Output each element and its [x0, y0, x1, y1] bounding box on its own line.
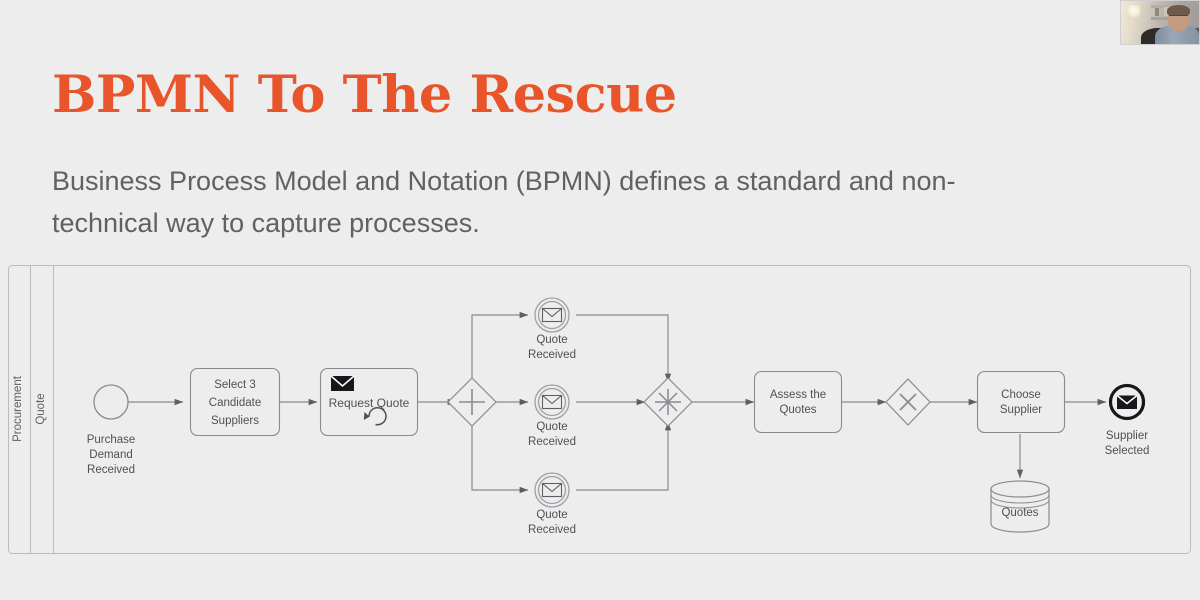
data-store-top: [990, 480, 1050, 498]
send-message-icon: [330, 375, 355, 391]
quote1-label-line2: Received: [528, 349, 576, 361]
data-store-body: [990, 488, 1050, 533]
quote2-label-line2: Received: [528, 436, 576, 448]
webcam-shelf-upper: [1151, 5, 1181, 8]
quote1-label-line1: Quote: [536, 334, 567, 346]
end-event-label-line2: Selected: [1105, 445, 1150, 457]
start-event-label-line3: Received: [87, 464, 135, 476]
message-end-icon: [1116, 394, 1138, 409]
quote3-inner-circle: [537, 475, 567, 505]
task-request-label: Request Quote: [329, 396, 410, 410]
loop-marker-icon: [363, 407, 387, 426]
quote2-label-line1: Quote: [536, 421, 567, 433]
presenter-webcam-thumbnail[interactable]: [1120, 0, 1200, 45]
exclusive-gateway-x-marker: [899, 393, 917, 411]
webcam-person-body: [1155, 25, 1199, 44]
start-event-label-line2: Demand: [89, 449, 132, 461]
intermediate-event-quote-received-1[interactable]: Quote Received: [528, 297, 576, 361]
task-assess-label-line2: Quotes: [779, 404, 816, 416]
start-event-label-line1: Purchase: [87, 434, 136, 446]
message-icon: [541, 482, 563, 498]
task-select-label-line3: Suppliers: [211, 415, 259, 427]
webcam-lamp: [1127, 5, 1140, 18]
lane-quote: Quote: [35, 265, 54, 554]
task-choose-label-line2: Supplier: [1000, 404, 1042, 416]
start-event-purchase-demand-received[interactable]: Purchase Demand Received: [87, 384, 136, 476]
task-request-quote[interactable]: Request Quote: [319, 367, 419, 437]
data-store-rib-1: [990, 494, 1050, 504]
webcam-person-glasses: [1169, 15, 1188, 20]
pool-procurement: Procurement: [8, 265, 1191, 554]
task-choose-supplier[interactable]: Choose Supplier: [976, 370, 1066, 434]
webcam-shelf-object-1: [1155, 8, 1159, 16]
end-event-label-line1: Supplier: [1106, 430, 1148, 442]
start-event-circle: [93, 384, 129, 420]
quote3-label-line2: Received: [528, 524, 576, 536]
quote1-inner-circle: [537, 300, 567, 330]
task-select-label-line2: Candidate: [209, 397, 261, 409]
parallel-gateway-split[interactable]: [447, 377, 497, 427]
page-title: BPMN To The Rescue: [52, 65, 677, 125]
data-store-quotes[interactable]: Quotes: [990, 480, 1050, 533]
sequence-flows: [128, 311, 1107, 494]
task-assess-the-quotes[interactable]: Assess the Quotes: [753, 370, 843, 434]
task-select-candidate-suppliers[interactable]: Select 3 Candidate Suppliers: [189, 367, 281, 437]
intermediate-event-quote-received-2[interactable]: Quote Received: [528, 384, 576, 448]
lane-name-label: Quote: [35, 393, 47, 424]
complex-gateway-join[interactable]: [643, 377, 693, 427]
flow-split-to-quote1: [471, 311, 529, 382]
flow-split-to-quote3: [471, 422, 529, 494]
webcam-shelf-lower: [1151, 17, 1183, 20]
exclusive-gateway[interactable]: [885, 378, 931, 426]
end-event-supplier-selected[interactable]: Supplier Selected: [1105, 383, 1150, 458]
intermediate-event-quote-received-3[interactable]: Quote Received: [528, 472, 576, 536]
bpmn-diagram: Procurement Quote: [8, 265, 1191, 554]
pool-name-label: Procurement: [12, 375, 24, 442]
data-store-rib-2: [990, 499, 1050, 509]
pool-border: [8, 265, 1191, 554]
task-assess-box: [753, 370, 843, 434]
flow-quote1-to-join: [576, 314, 672, 383]
webcam-person-hair: [1167, 5, 1190, 16]
flow-quote3-to-join: [576, 421, 672, 491]
data-store-label: Quotes: [1001, 507, 1038, 519]
task-select-label-line1: Select 3: [214, 379, 256, 391]
bpmn-diagram-container: Procurement Quote: [0, 258, 1200, 568]
task-choose-label-line1: Choose: [1001, 389, 1041, 401]
task-assess-label-line1: Assess the: [770, 389, 826, 401]
message-icon: [541, 394, 563, 410]
complex-gateway-asterisk: [655, 389, 681, 415]
message-icon: [541, 307, 563, 323]
task-select-box: [189, 367, 281, 437]
quote2-inner-circle: [537, 387, 567, 417]
task-choose-box: [976, 370, 1066, 434]
quote3-label-line1: Quote: [536, 509, 567, 521]
slide-subtitle: Business Process Model and Notation (BPM…: [52, 166, 956, 238]
